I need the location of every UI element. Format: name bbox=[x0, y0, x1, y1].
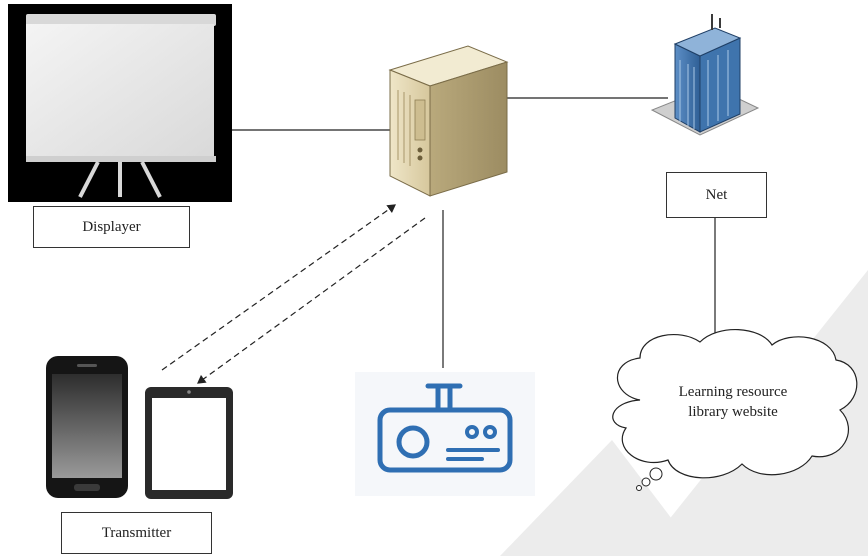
cloud-label: Learning resource library website bbox=[648, 382, 818, 426]
arrow-server-to-transmitter bbox=[197, 217, 426, 384]
server-icon bbox=[388, 45, 509, 197]
connection-lines bbox=[232, 97, 716, 368]
cloud-shape bbox=[612, 329, 858, 491]
smartphone-icon bbox=[46, 356, 128, 498]
building-icon bbox=[650, 14, 760, 136]
arrow-transmitter-to-server bbox=[161, 204, 396, 371]
transmitter-label: Transmitter bbox=[61, 512, 212, 554]
tablet-icon bbox=[145, 387, 233, 499]
projector-icon bbox=[355, 372, 535, 496]
displayer-label: Displayer bbox=[33, 206, 190, 248]
net-label: Net bbox=[666, 172, 767, 218]
cloud-label-line-1: Learning resource bbox=[678, 384, 788, 400]
dashed-arrows bbox=[161, 204, 426, 384]
projection-screen-icon bbox=[8, 4, 232, 202]
cloud-label-line-2: library website bbox=[688, 404, 778, 420]
